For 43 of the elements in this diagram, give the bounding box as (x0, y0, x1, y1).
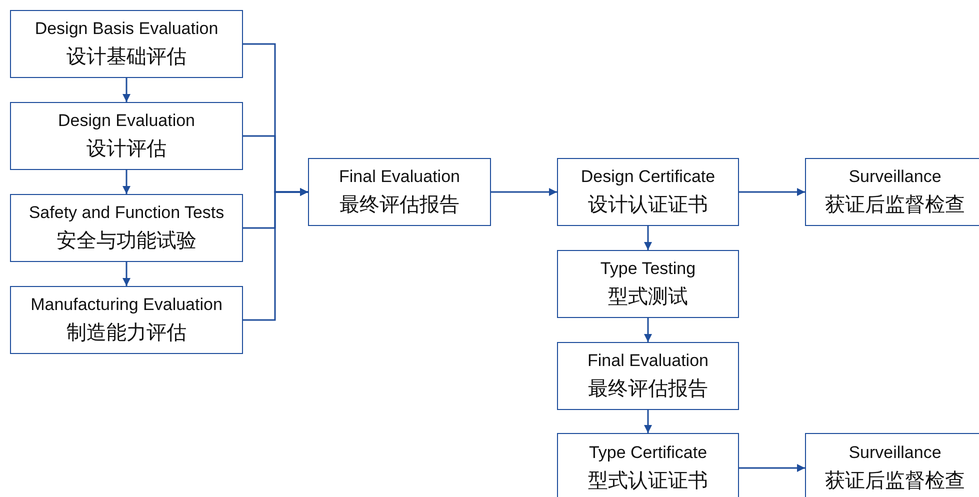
arrow (644, 410, 652, 433)
process-box (10, 102, 243, 170)
process-box (10, 286, 243, 354)
process-box (557, 433, 739, 497)
process-box (805, 158, 979, 226)
box-title: Design Evaluation (58, 110, 196, 130)
process-box (805, 433, 979, 497)
box-subtitle: 获证后监督检查 (825, 468, 965, 494)
process-box (10, 194, 243, 262)
box-title: Design Basis Evaluation (34, 18, 218, 38)
box-title: Final Evaluation (339, 166, 460, 186)
arrow (644, 226, 652, 250)
process-box (557, 342, 739, 410)
box-subtitle: 设计评估 (86, 136, 166, 162)
box-subtitle: 获证后监督检查 (825, 192, 965, 218)
box-subtitle: 设计认证证书 (588, 192, 708, 218)
box-title: Safety and Function Tests (28, 202, 224, 222)
box-title: Type Testing (600, 258, 696, 278)
box-title: Design Certificate (580, 166, 716, 186)
box-title: Final Evaluation (588, 350, 708, 370)
box-title: Surveillance (848, 166, 942, 186)
box-subtitle: 制造能力评估 (66, 320, 186, 346)
arrow (122, 262, 130, 286)
arrow (491, 188, 557, 196)
process-box (10, 10, 243, 78)
process-box (308, 158, 491, 226)
arrow (122, 78, 130, 102)
box-title: Type Certificate (588, 442, 708, 462)
arrow (739, 188, 805, 196)
box-subtitle: 最终评估报告 (588, 376, 708, 402)
box-title: Manufacturing Evaluation (30, 294, 222, 314)
arrow (739, 464, 805, 472)
arrow (122, 170, 130, 194)
box-title: Surveillance (848, 442, 942, 462)
box-subtitle: 型式认证证书 (588, 468, 708, 494)
process-box (557, 250, 739, 318)
arrow (644, 318, 652, 342)
box-subtitle: 安全与功能试验 (56, 228, 196, 254)
box-subtitle: 设计基础评估 (66, 44, 186, 70)
process-box (557, 158, 739, 226)
box-subtitle: 最终评估报告 (340, 192, 460, 218)
box-subtitle: 型式测试 (608, 284, 688, 310)
arrow (243, 188, 308, 321)
